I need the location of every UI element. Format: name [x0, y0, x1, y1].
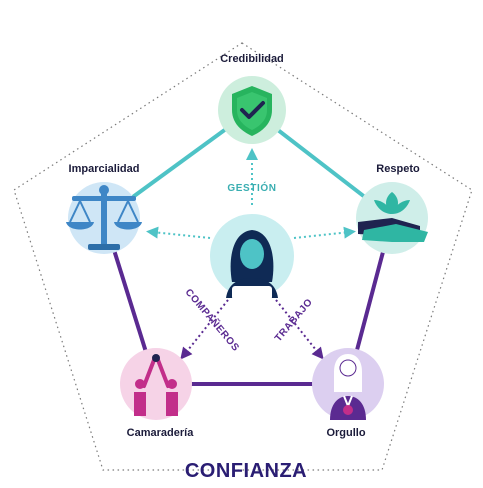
- label-camaraderia: Camaradería: [127, 427, 195, 439]
- arrow-to-imparcialidad: [146, 226, 211, 239]
- footer-title-confianza: CONFIANZA: [185, 460, 307, 482]
- outer-pentagon: [13, 42, 473, 471]
- label-credibilidad: Credibilidad: [220, 53, 284, 65]
- label-respeto: Respeto: [376, 163, 420, 175]
- arrow-label-gestion: GESTIÓN: [227, 181, 276, 194]
- high-five-icon: [134, 354, 178, 416]
- center-node: [210, 214, 294, 300]
- person-medal-icon: [330, 354, 366, 420]
- person-icon: [226, 230, 278, 300]
- node-credibilidad: Credibilidad: [218, 53, 286, 144]
- node-imparcialidad: Imparcialidad: [66, 163, 142, 254]
- arrow-to-orgullo: [275, 299, 324, 360]
- shield-check-icon: [232, 86, 272, 136]
- hands-plant-icon: [358, 192, 428, 242]
- scales-icon: [66, 185, 142, 250]
- node-camaraderia: Camaradería: [120, 348, 194, 439]
- label-imparcialidad: Imparcialidad: [69, 163, 140, 175]
- node-orgullo: Orgullo: [312, 348, 384, 439]
- arrow-to-camaraderia: [180, 299, 229, 360]
- arrow-to-respeto: [293, 226, 356, 239]
- node-respeto: Respeto: [356, 163, 428, 254]
- label-orgullo: Orgullo: [326, 427, 365, 439]
